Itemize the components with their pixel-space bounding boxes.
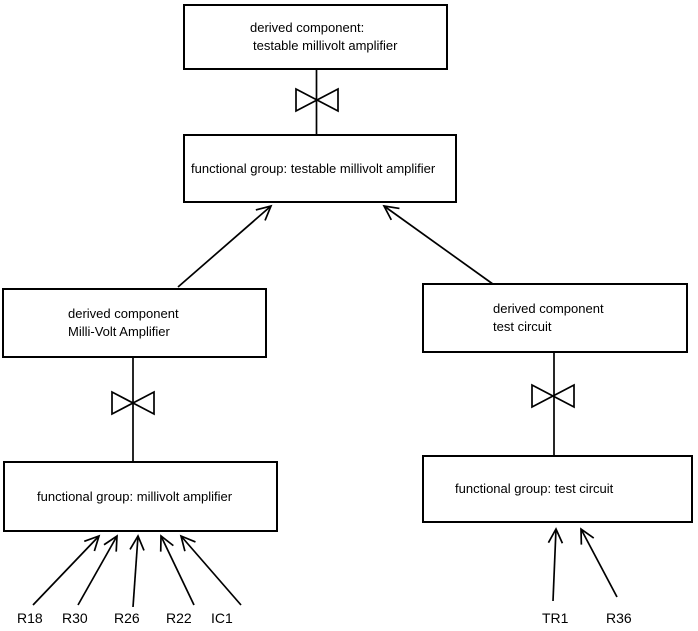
decomposition-bowtie-icon-top: [295, 87, 339, 113]
arrow-r26-to-left-functional: [129, 534, 145, 608]
node-label-line1: derived component: [68, 306, 179, 321]
node-label: functional group: testable millivolt amp…: [191, 160, 436, 176]
node-label: functional group: test circuit: [455, 481, 614, 496]
arrow-r36-to-right-functional: [580, 527, 618, 598]
leaf-label-tr1: TR1: [542, 610, 569, 626]
leaf-label-r18: R18: [17, 610, 43, 626]
arrow-right-derived-to-top-functional: [382, 204, 498, 288]
arrow-tr1-to-right-functional: [547, 527, 564, 602]
leaf-label-r36: R36: [606, 610, 632, 626]
leaf-label-r26: R26: [114, 610, 140, 626]
node-functional-group-test-circuit: functional group: test circuit: [422, 455, 693, 523]
node-label-line1: derived component:: [250, 20, 365, 35]
arrow-r30-to-left-functional: [77, 534, 118, 606]
node-functional-group-testable-millivolt-amplifier: functional group: testable millivolt amp…: [183, 134, 457, 203]
decomposition-bowtie-icon-right: [531, 383, 575, 409]
node-derived-component-testable-millivolt-amplifier: derived component: testable millivolt am…: [183, 4, 448, 70]
node-functional-group-millivolt-amplifier: functional group: millivolt amplifier: [3, 461, 278, 532]
node-label-line1: derived component: [493, 301, 604, 316]
node-derived-component-test-circuit: derived component test circuit: [422, 283, 688, 353]
node-derived-component-milli-volt-amplifier: derived component Milli-Volt Amplifier: [2, 288, 267, 358]
node-label-line2: test circuit: [493, 319, 552, 334]
arrow-left-derived-to-top-functional: [177, 204, 273, 288]
arrow-r18-to-left-functional: [32, 534, 101, 606]
node-label: functional group: millivolt amplifier: [37, 488, 233, 504]
decomposition-bowtie-icon-left: [111, 390, 155, 416]
node-label-line2: Milli-Volt Amplifier: [68, 324, 170, 339]
arrow-ic1-to-left-functional: [179, 534, 242, 606]
arrow-r22-to-left-functional: [159, 534, 195, 606]
leaf-label-ic1: IC1: [211, 610, 233, 626]
leaf-label-r22: R22: [166, 610, 192, 626]
node-label-line2: testable millivolt amplifier: [253, 38, 398, 53]
leaf-label-r30: R30: [62, 610, 88, 626]
